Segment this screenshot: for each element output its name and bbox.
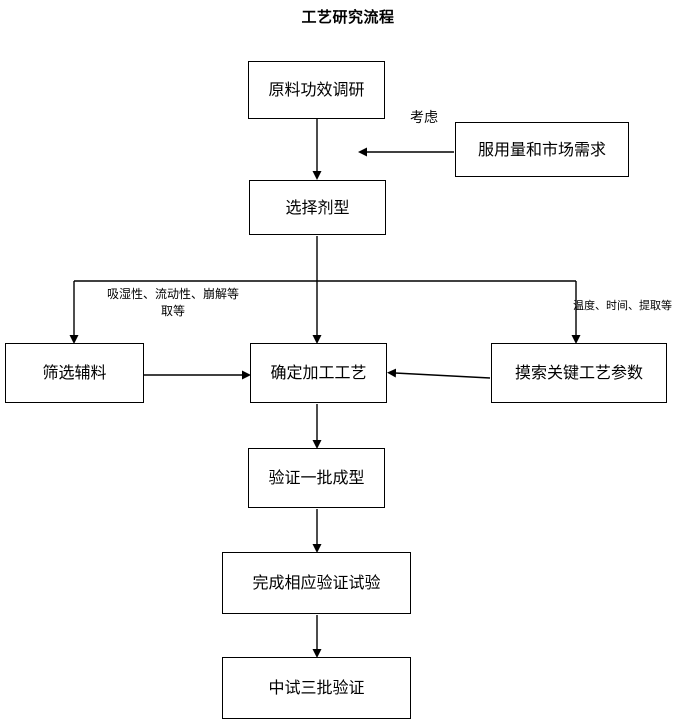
node-label: 服用量和市场需求 xyxy=(477,139,606,159)
edge-label-process-parameters: 温度、时间、提取等 xyxy=(573,299,672,312)
node-screen-excipients[interactable]: 筛选辅料 xyxy=(5,343,144,403)
edge-label-consider: 考虑 xyxy=(410,110,438,126)
node-label: 中试三批验证 xyxy=(268,678,365,698)
node-verify-one-batch-forming[interactable]: 验证一批成型 xyxy=(248,448,385,508)
node-label: 摸索关键工艺参数 xyxy=(514,363,643,383)
node-select-dosage-form[interactable]: 选择剂型 xyxy=(249,180,386,235)
node-raw-material-efficacy-research[interactable]: 原料功效调研 xyxy=(248,61,385,119)
node-explore-key-process-parameters[interactable]: 摸索关键工艺参数 xyxy=(491,343,667,403)
node-label: 验证一批成型 xyxy=(268,468,365,488)
node-label: 原料功效调研 xyxy=(268,80,365,100)
node-label: 完成相应验证试验 xyxy=(252,573,381,593)
node-label: 选择剂型 xyxy=(285,197,350,217)
node-determine-processing-technology[interactable]: 确定加工工艺 xyxy=(250,343,387,403)
edge-key-parameters-to-process xyxy=(387,368,491,379)
edge-dosage-form-branch-bus xyxy=(69,236,581,344)
node-label: 筛选辅料 xyxy=(42,363,107,383)
node-label: 确定加工工艺 xyxy=(270,363,367,383)
node-complete-validation-tests[interactable]: 完成相应验证试验 xyxy=(222,552,411,614)
node-dosage-and-market-demand[interactable]: 服用量和市场需求 xyxy=(455,122,629,177)
node-pilot-three-batch-validation[interactable]: 中试三批验证 xyxy=(222,657,411,719)
edge-label-excipient-properties: 吸湿性、流动性、崩解等 取等 xyxy=(106,287,239,319)
page-title: 工艺研究流程 xyxy=(301,8,395,26)
